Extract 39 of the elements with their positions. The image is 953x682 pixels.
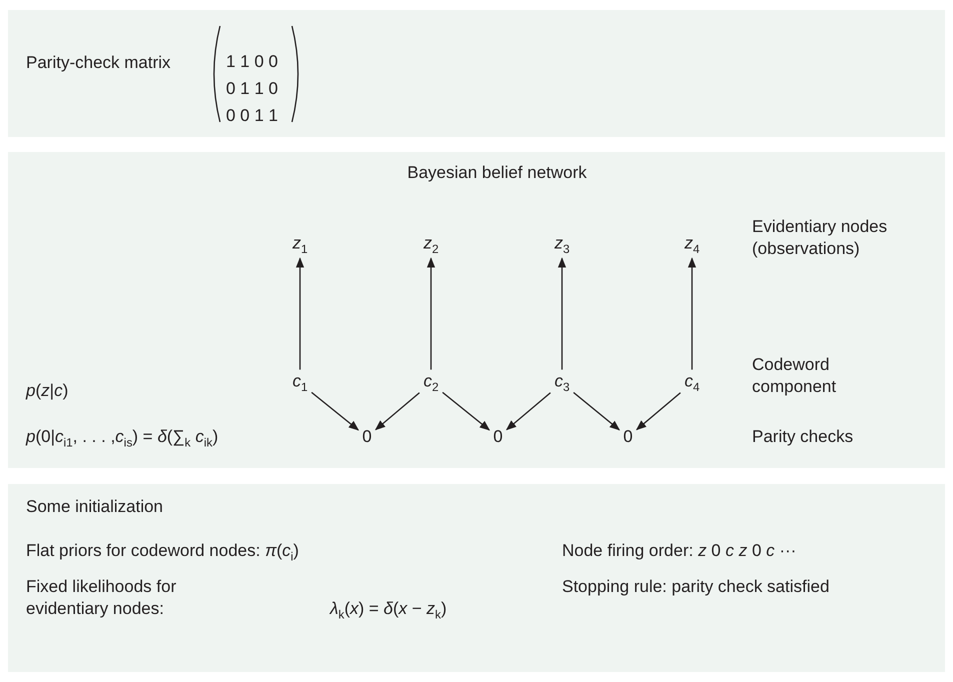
arrow	[573, 392, 620, 430]
arrow	[296, 257, 304, 370]
panel-heading: Some initialization	[26, 496, 164, 518]
matrix-row-text: 0 0 1 1	[226, 105, 278, 127]
annotation-text: Stopping rule: parity check satisfied	[562, 576, 830, 598]
annotation-text: λ$_{k}$(x) = δ(x − z$_{k}$)	[330, 598, 447, 623]
annotation-text: Parity checks	[752, 426, 854, 448]
arrow	[311, 392, 360, 431]
network-node-label: c$_{2}$	[419, 370, 443, 396]
network-node-label: 0	[489, 424, 507, 450]
annotation-text: p(z|c)	[26, 380, 68, 402]
matrix-row-text: 0 1 1 0	[226, 78, 278, 100]
network-node-label: 0	[619, 424, 637, 450]
annotation-text: Evidentiary nodes (observations)	[752, 216, 888, 260]
arrow	[636, 392, 681, 430]
arrow	[442, 392, 490, 431]
arrow	[374, 392, 420, 430]
panel-heading: Bayesian belief network	[407, 162, 587, 184]
panel-heading: Parity-check matrix	[26, 52, 171, 74]
network-node-label: z$_{1}$	[288, 232, 312, 258]
network-node-label: z$_{4}$	[680, 232, 704, 258]
network-node-label: c$_{1}$	[288, 370, 312, 396]
panel-background	[8, 152, 945, 468]
network-node-label: c$_{4}$	[680, 370, 704, 396]
network-node-label: c$_{3}$	[550, 370, 574, 396]
network-node-label: z$_{2}$	[419, 232, 443, 258]
annotation-text: Fixed likelihoods for evidentiary nodes:	[26, 576, 178, 620]
annotation-text: Codeword component	[752, 354, 838, 398]
annotation-text: p(0|c$_{i1}$, . . . ,c$_{is}$) = δ(∑$_{k}$ c$_{ik}$)	[26, 426, 218, 451]
annotation-text: Flat priors for codeword nodes: π(c$_{i}$)	[26, 540, 299, 565]
arrow	[426, 257, 436, 370]
network-node-label: 0	[358, 424, 376, 450]
arrow	[506, 392, 551, 430]
annotation-text: Node firing order: z 0 c z 0 c ···	[562, 540, 796, 562]
network-node-label: z$_{3}$	[550, 232, 574, 258]
arrow	[558, 257, 566, 370]
arrow	[688, 257, 696, 370]
matrix-row-text: 1 1 0 0	[226, 51, 278, 73]
panel-background	[8, 10, 945, 137]
